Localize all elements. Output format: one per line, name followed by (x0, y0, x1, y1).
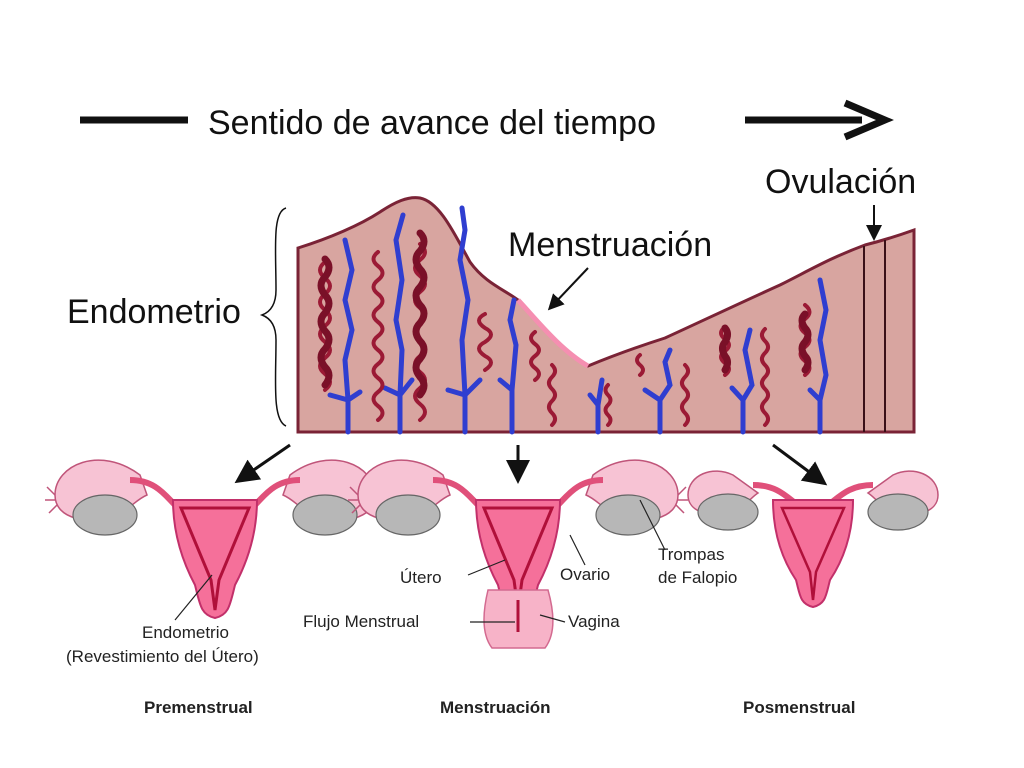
menstrual-flow-label: Flujo Menstrual (303, 612, 420, 631)
ovulation-label: Ovulación (765, 163, 917, 201)
fallopian-label-2: de Falopio (658, 568, 738, 587)
menstruation-pointer-arrow (547, 267, 589, 311)
time-direction-label: Sentido de avance del tiempo (208, 104, 656, 142)
endometrium-top-label: Endometrio (67, 293, 241, 331)
endometrium-brace (259, 207, 287, 427)
phase-caption-premenstrual: Premenstrual (144, 698, 253, 717)
time-arrow-head (843, 99, 894, 141)
phase-caption-menstruation: Menstruación (440, 698, 551, 717)
uterus-label: Útero (400, 568, 442, 587)
callout-lines (174, 499, 666, 623)
phase-caption-posmenstrual: Posmenstrual (743, 698, 856, 717)
uterus-premenstrual (45, 460, 385, 618)
ovary-label: Ovario (560, 565, 611, 584)
posmenstrual-down-arrow (772, 443, 828, 486)
menstruation-top-label: Menstruación (508, 226, 713, 264)
uterus-menstruation (348, 460, 688, 649)
endometrium-panel (296, 196, 916, 435)
uterus-posmenstrual (687, 470, 939, 609)
vagina-label: Vagina (568, 612, 620, 631)
premenstrual-down-arrow (234, 443, 291, 484)
endometrium-lining-label-2: (Revestimiento del Útero) (66, 647, 259, 666)
endometrium-lining-label-1: Endometrio (142, 623, 229, 642)
fallopian-label-1: Trompas (658, 545, 725, 564)
